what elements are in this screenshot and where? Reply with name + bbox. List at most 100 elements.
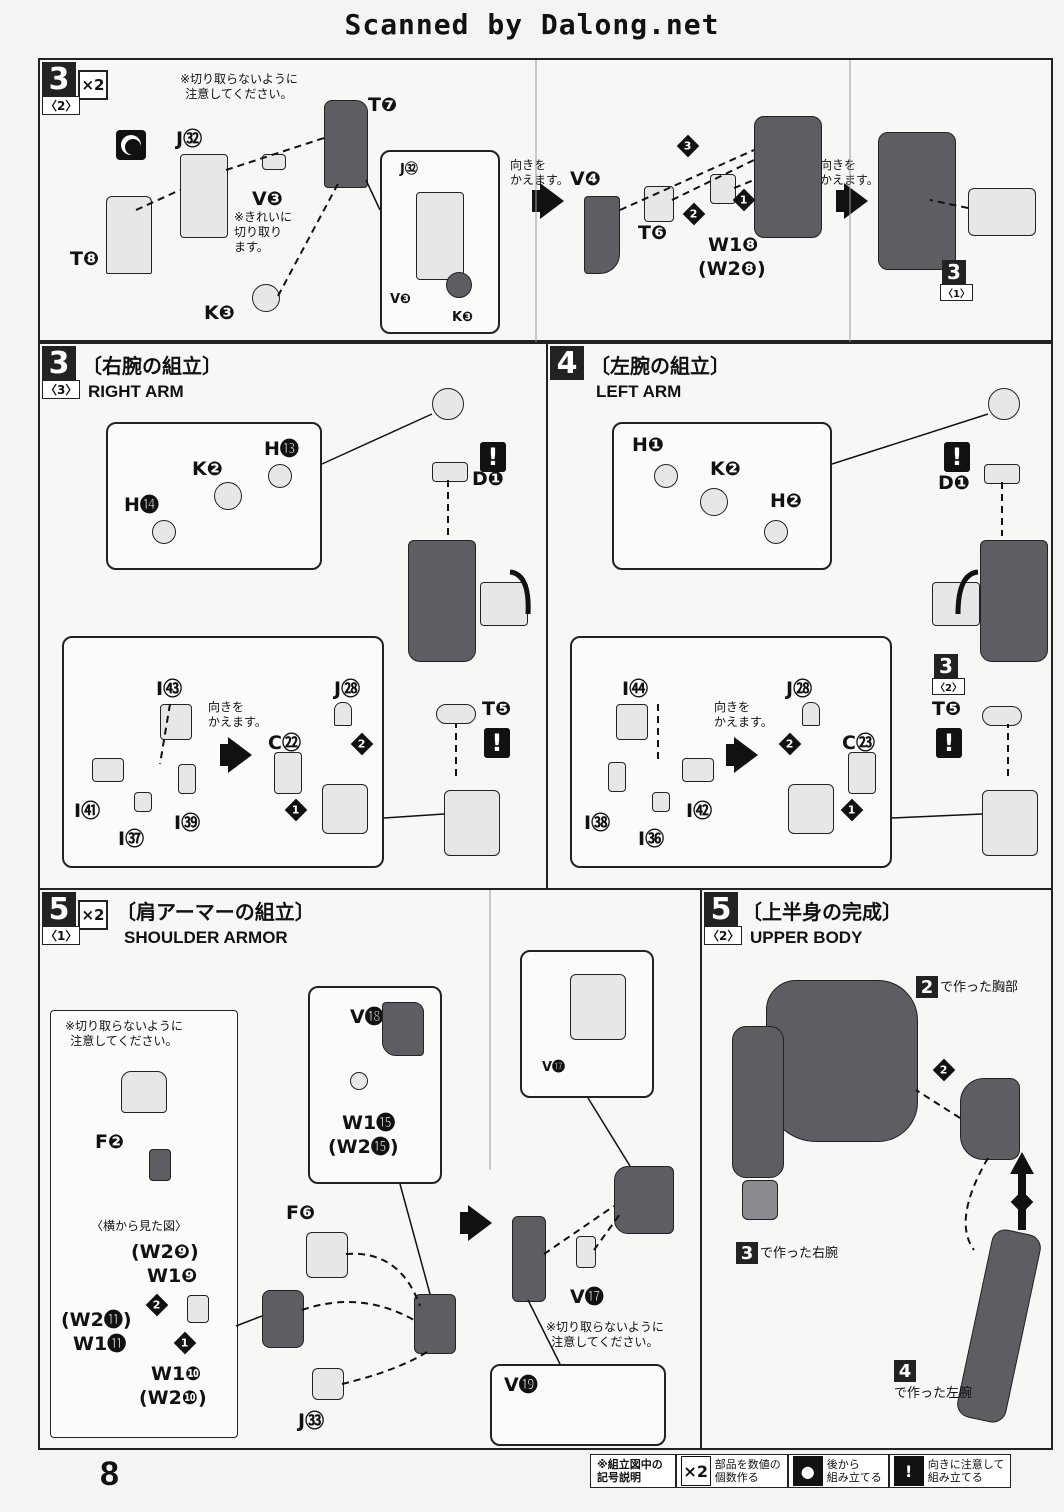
part-H14 — [152, 520, 176, 544]
title-en: UPPER BODY — [750, 928, 863, 947]
part-armor-outer — [262, 1290, 304, 1348]
orientation-warning-icon: ! — [936, 728, 962, 758]
label-V3: V❸ — [252, 188, 283, 210]
part-shoulder-joint — [988, 388, 1020, 420]
part-armor-inner — [414, 1294, 456, 1354]
legend-build-later-icon: ● — [792, 1456, 823, 1486]
part-T5 — [982, 706, 1022, 726]
legend-item-build-later: ● 後から 組み立てる — [787, 1454, 889, 1488]
side-view-caption: 〈横から見た図〉 — [91, 1219, 188, 1233]
step-number: 5 — [42, 892, 76, 927]
label-I39: I㊴ — [174, 812, 201, 834]
title-jp: 〔右腕の組立〕 — [82, 354, 222, 378]
legend-warning-icon: ! — [893, 1456, 924, 1486]
label-W1-10: W1❿ — [151, 1363, 202, 1385]
part-upper-arm — [980, 540, 1048, 662]
label-I44: I㊹ — [622, 678, 649, 700]
ref-step-4: 4 — [894, 1360, 916, 1382]
ref-step-2-text: で作った胸部 — [940, 980, 1019, 995]
part-elbow-joint — [968, 188, 1036, 236]
part-I42 — [682, 758, 714, 782]
inset-V17: V⓱ — [520, 950, 654, 1098]
part-K2 — [700, 488, 728, 516]
part-I38 — [608, 762, 626, 792]
label-W1-11: W1⓫ — [73, 1333, 127, 1355]
note-no-cut: ※切り取らないように 注意してください。 — [65, 1019, 183, 1048]
inset-label-K3: K❸ — [452, 310, 474, 325]
assembly-guide-lines — [657, 413, 1009, 819]
label-J28: J㉘ — [786, 678, 813, 700]
build-later-icon — [116, 130, 146, 160]
label-K3: K❸ — [204, 302, 235, 324]
label-W1-15: W1⓯ — [342, 1112, 396, 1134]
inset-detail-J32: J㉜ V❸ K❸ — [380, 150, 500, 334]
part-H13 — [268, 464, 292, 488]
part-torso — [766, 980, 918, 1142]
step-number: 5 — [704, 892, 738, 927]
part-J32 — [180, 154, 228, 238]
part-I44 — [616, 704, 648, 740]
label-T7: T❼ — [368, 94, 398, 116]
label-W1-9: W1❾ — [147, 1265, 198, 1287]
part-V17-detail — [570, 974, 626, 1040]
orientation-warning-icon: ! — [484, 728, 510, 758]
next-arrow — [468, 1205, 492, 1241]
inset-part-K3 — [446, 272, 472, 298]
part-I37 — [134, 792, 152, 812]
label-H14: H⓮ — [124, 494, 159, 516]
part-lower-arm — [754, 116, 822, 238]
step-sub: 〈2〉 — [42, 96, 81, 115]
part-right-hand — [742, 1180, 778, 1220]
label-T8: T❽ — [70, 248, 100, 270]
label-D1: D❶ — [938, 472, 970, 494]
scanner-watermark: Scanned by Dalong.net — [344, 8, 720, 41]
label-J33: J㉝ — [298, 1410, 325, 1432]
next-arrow-2 — [844, 183, 868, 219]
label-D1: D❶ — [472, 468, 504, 490]
part-hand-assembled — [788, 784, 834, 834]
step-sub: 〈3〉 — [42, 380, 81, 399]
part-hand — [982, 790, 1038, 856]
part-J28 — [334, 702, 352, 726]
step-sub: 〈2〉 — [704, 926, 743, 945]
legend-multiplier-icon: ×2 — [680, 1456, 711, 1486]
inset-label-J32: J㉜ — [400, 162, 418, 177]
inset-V18: V⓲ W1⓯ (W2⓯) — [308, 986, 442, 1184]
part-J33 — [312, 1368, 344, 1400]
ref-step-3: 3 — [934, 654, 958, 678]
label-V18: V⓲ — [350, 1006, 384, 1028]
part-F6 — [306, 1232, 348, 1278]
legend-title: ※組立図中の 記号説明 — [597, 1458, 663, 1484]
part-C23 — [848, 752, 876, 794]
title-en: LEFT ARM — [596, 382, 682, 401]
note-no-cut-2: ※切り取らないように 注意してください。 — [546, 1320, 664, 1349]
next-arrow — [228, 737, 252, 773]
part-elbow-block — [480, 582, 528, 626]
step-sub: 〈1〉 — [42, 926, 81, 945]
inset-hand-assembly: I㊸ 向きを かえます。 I㊶ I㊲ I㊴ C㉒ J㉘ 2 1 — [62, 636, 384, 868]
label-W2-11: (W2⓫) — [61, 1309, 132, 1331]
part-hand — [444, 790, 500, 856]
part-armor-assembled — [614, 1166, 674, 1234]
symbol-legend: ※組立図中の 記号説明 ×2 部品を数値の 個数作る ● 後から 組み立てる !… — [590, 1452, 1012, 1490]
ref-step-2: 2 — [916, 976, 938, 998]
label-T5: T❺ — [482, 698, 512, 720]
multiplier-badge: ×2 — [78, 70, 108, 100]
part-arm-assembly — [878, 132, 956, 270]
ref-step-3: 3 — [736, 1242, 758, 1264]
part-V18 — [382, 1002, 424, 1056]
label-V17-a: V⓱ — [542, 1060, 566, 1075]
legend-orientation-text: 向きに注意して 組み立てる — [927, 1458, 1005, 1484]
label-F2: F❷ — [95, 1131, 125, 1153]
part-shoulder-joint — [432, 388, 464, 420]
label-I38: I㊳ — [584, 812, 611, 834]
part-V17 — [576, 1236, 596, 1268]
label-T5: T❺ — [932, 698, 962, 720]
part-K3 — [252, 284, 280, 312]
part-W-pins — [187, 1295, 209, 1323]
ref-step-3-text: で作った右腕 — [760, 1246, 839, 1261]
part-right-arm-attached — [732, 1026, 784, 1178]
title-jp: 〔肩アーマーの組立〕 — [116, 900, 315, 924]
legend-multiplier-text: 部品を数値の 個数作る — [714, 1458, 781, 1484]
multiplier-badge: ×2 — [78, 900, 108, 930]
